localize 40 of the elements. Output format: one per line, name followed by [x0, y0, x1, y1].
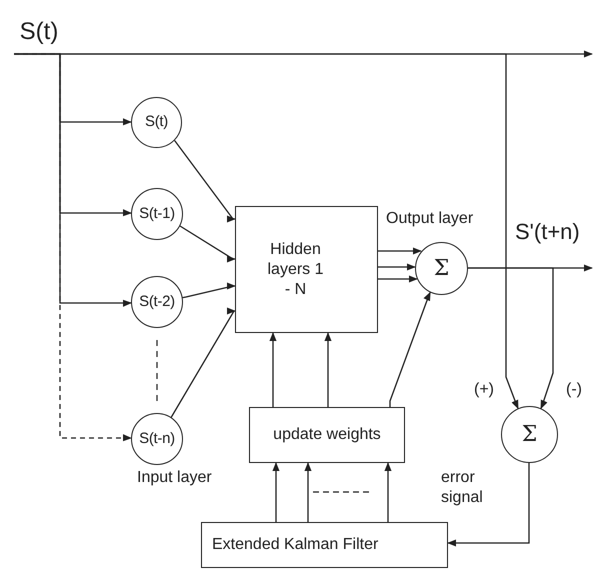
- edge-label: (+): [474, 381, 494, 399]
- arrow: [447, 463, 530, 547]
- arrow: [384, 462, 392, 522]
- arrow: [468, 267, 554, 410]
- box-label: Extended Kalman Filter: [212, 535, 378, 555]
- signal-label: S(t): [14, 10, 64, 54]
- input-node: [131, 276, 183, 328]
- arrow: [378, 247, 422, 255]
- arrow: [182, 282, 236, 298]
- arrow: [170, 307, 236, 418]
- edge-label: S'(t+n): [515, 220, 580, 244]
- node-label: S(t-n): [139, 430, 175, 448]
- node-label: S(t-1): [139, 204, 175, 224]
- layer-label: Output layer: [386, 209, 474, 229]
- layer-label: Input layer: [137, 468, 212, 488]
- summation-node: [415, 242, 468, 295]
- arrow: [378, 263, 416, 271]
- node-label: S(t): [145, 113, 168, 132]
- hidden-layers-box: [235, 206, 378, 333]
- box-label: update weights: [273, 425, 381, 445]
- node-label: Σ: [434, 254, 450, 282]
- arrow: [180, 225, 236, 263]
- process-box: [249, 407, 405, 463]
- process-box: [201, 522, 448, 568]
- arrow: [378, 275, 418, 283]
- caption-text: error signal: [441, 468, 484, 508]
- node-label: Σ: [522, 420, 538, 448]
- arrow: [324, 332, 332, 407]
- input-node: [131, 413, 183, 465]
- input-node: [131, 188, 183, 240]
- node-label: S(t-2): [139, 292, 175, 312]
- arrow: [174, 140, 236, 223]
- arrow: [272, 462, 280, 522]
- box-label: Hidden layers 1 - N: [266, 240, 325, 300]
- arrow: [269, 332, 277, 407]
- edge-label: (-): [566, 381, 582, 399]
- arrow: [304, 462, 312, 522]
- arrow: [14, 53, 519, 410]
- input-node: [131, 97, 182, 148]
- arrow: [389, 292, 431, 407]
